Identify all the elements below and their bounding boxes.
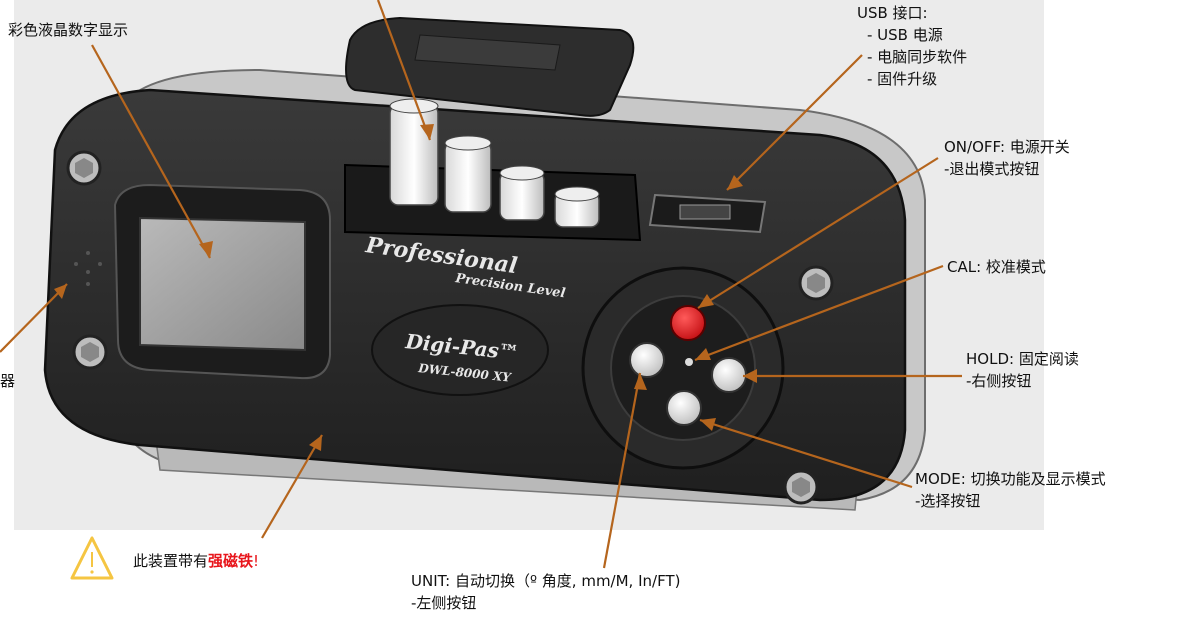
label-hold: HOLD: 固定阅读 -右侧按钮 <box>966 348 1079 392</box>
screw <box>66 150 102 186</box>
screw <box>783 469 819 505</box>
label-cal: CAL: 校准模式 <box>947 258 1046 276</box>
label-unit-line1: UNIT: 自动切换（º 角度, mm/M, In/FT) <box>411 572 681 590</box>
battery-lid <box>345 16 635 117</box>
label-warning: 此装置带有强磁铁! <box>133 550 259 572</box>
label-usb: USB 接口: - USB 电源 - 电脑同步软件 - 固件升级 <box>857 2 967 90</box>
hold-button[interactable] <box>711 357 747 393</box>
warning-prefix: 此装置带有 <box>133 552 209 570</box>
label-usb-line1: - USB 电源 <box>867 26 943 44</box>
speaker-holes <box>74 251 102 286</box>
mode-button[interactable] <box>666 390 702 426</box>
label-display: 彩色液晶数字显示 <box>8 21 129 39</box>
screw <box>72 334 108 370</box>
battery <box>389 104 439 206</box>
warning-highlight: 强磁铁 <box>208 552 254 570</box>
battery <box>444 141 492 213</box>
label-hold-line1: HOLD: 固定阅读 <box>966 350 1079 368</box>
label-usb-title: USB 接口: <box>857 4 928 22</box>
label-onoff-line1: ON/OFF: 电源开关 <box>944 138 1070 156</box>
label-hold-line2: -右侧按钮 <box>966 372 1032 390</box>
unit-button[interactable] <box>629 342 665 378</box>
cal-button[interactable] <box>685 358 693 366</box>
label-mode-line1: MODE: 切换功能及显示模式 <box>915 470 1106 488</box>
lcd-screen <box>139 216 306 352</box>
label-onoff-line2: -退出模式按钮 <box>944 160 1040 178</box>
warning-suffix: ! <box>253 552 260 570</box>
leader-arrowheads <box>54 124 757 451</box>
model-badge <box>371 304 549 396</box>
label-sensor: 器 <box>0 372 16 390</box>
label-usb-line2: - 电脑同步软件 <box>867 48 968 66</box>
label-usb-line3: - 固件升级 <box>867 70 938 88</box>
label-unit: UNIT: 自动切换（º 角度, mm/M, In/FT) -左侧按钮 <box>411 570 680 614</box>
warning-icon <box>70 536 114 580</box>
label-onoff: ON/OFF: 电源开关 -退出模式按钮 <box>944 136 1070 180</box>
leader-lines <box>0 0 962 569</box>
screw <box>798 265 834 301</box>
label-unit-line2: -左侧按钮 <box>411 594 477 612</box>
label-mode-line2: -选择按钮 <box>915 492 981 510</box>
label-mode: MODE: 切换功能及显示模式 -选择按钮 <box>915 468 1106 512</box>
on-off-button[interactable] <box>670 305 706 341</box>
